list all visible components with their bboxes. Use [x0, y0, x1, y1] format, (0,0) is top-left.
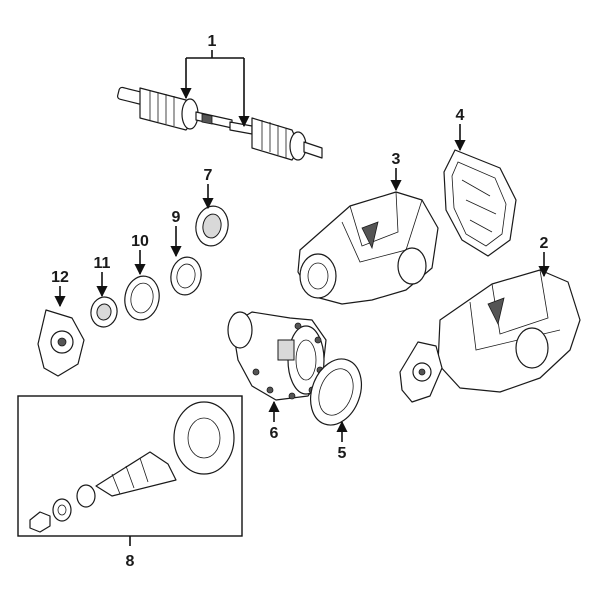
callout-leaders [54, 50, 550, 546]
ring-pinion-box [17, 395, 243, 537]
callout-10: 10 [131, 233, 149, 250]
callout-3: 3 [392, 151, 401, 168]
callout-7: 7 [204, 167, 213, 184]
callout-6: 6 [270, 425, 279, 442]
bearing-part-9 [170, 256, 202, 296]
callout-9: 9 [172, 209, 181, 226]
differential-case-part [227, 311, 327, 401]
bearing-part-11 [90, 296, 118, 328]
differential-cover-part [443, 149, 517, 257]
callout-11: 11 [94, 255, 111, 272]
callout-5: 5 [338, 445, 347, 462]
callout-2: 2 [540, 235, 549, 252]
callout-numbers: 1 2 3 4 5 6 7 8 9 10 11 12 [51, 33, 548, 570]
seal-part-7 [195, 205, 229, 247]
callout-4: 4 [456, 107, 465, 124]
carrier-housing-part [297, 191, 439, 305]
differential-assembly-part [399, 269, 581, 403]
callout-8: 8 [126, 553, 135, 570]
callout-1: 1 [208, 33, 217, 50]
ring-shim-part [310, 358, 362, 426]
callout-12: 12 [51, 269, 69, 286]
axle-shaft-part [117, 86, 323, 161]
flange-part-12 [37, 309, 85, 377]
race-part-10 [124, 275, 160, 321]
